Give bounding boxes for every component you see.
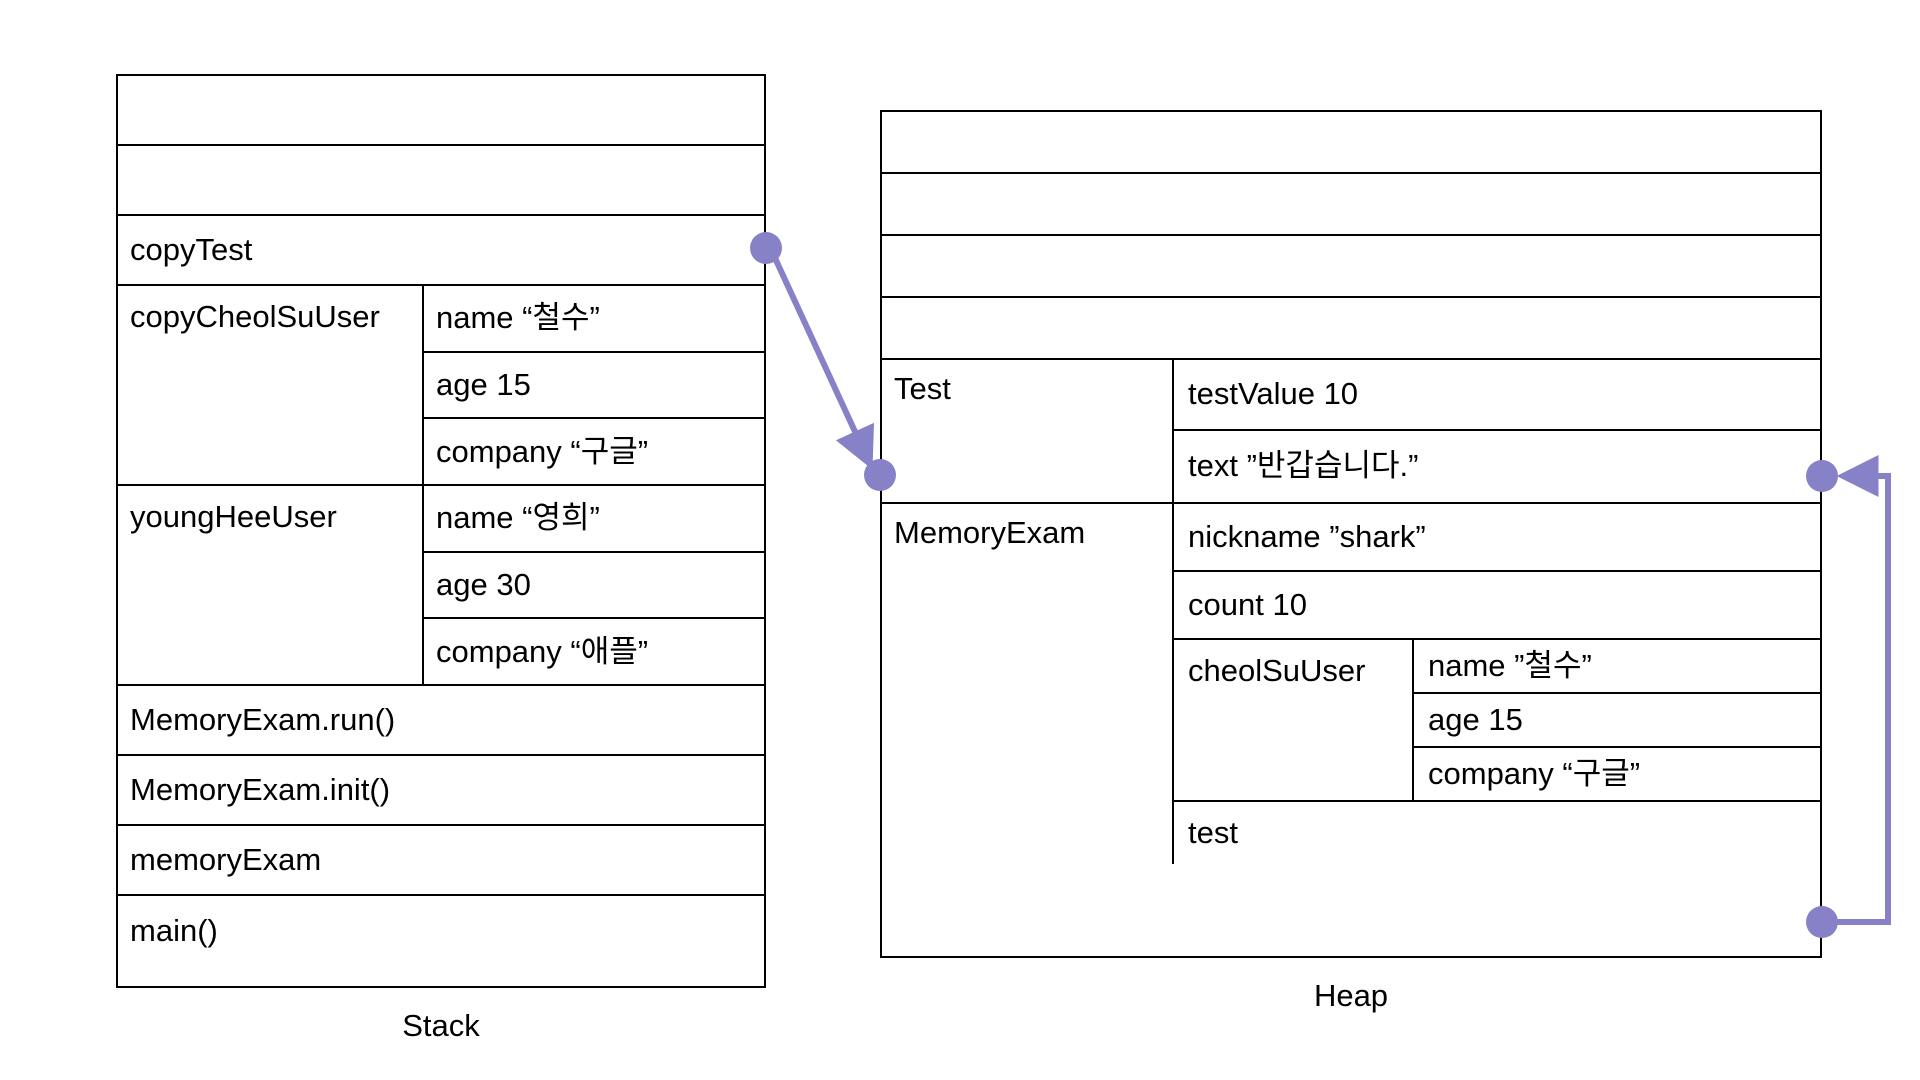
heap-empty-cell: [882, 236, 1820, 296]
heap-nested-field-list: name ”철수” age 15 company “구글”: [1414, 640, 1820, 800]
stack-row-label: [118, 146, 764, 214]
stack-row-label-text: copyCheolSuUser: [130, 299, 380, 334]
stack-field-row: company “애플”: [424, 619, 764, 684]
stack-caption: Stack: [402, 1008, 480, 1043]
heap-nested-field-text: name ”철수”: [1428, 647, 1592, 683]
heap-object-label-text: Test: [894, 371, 951, 406]
heap-object-label: MemoryExam: [882, 504, 1174, 864]
heap-object-label-text: MemoryExam: [894, 515, 1086, 550]
stack-field-list: name “철수” age 15 company “구글”: [424, 286, 764, 484]
stack-row-label-text: MemoryExam.init(): [130, 771, 391, 807]
stack-field-text: age 30: [436, 566, 531, 602]
stack-row-main[interactable]: main(): [118, 896, 764, 966]
heap-nested-field-row: name ”철수”: [1414, 640, 1820, 694]
stack-row-label: [118, 76, 764, 144]
stack-field-text: age 15: [436, 366, 531, 402]
stack-row-label: main(): [118, 896, 764, 966]
stack-field-row: name “철수”: [424, 286, 764, 353]
heap-row-empty-2: [882, 174, 1820, 236]
heap-field-text: count 10: [1188, 586, 1307, 622]
stack-row-empty-2: [118, 146, 764, 216]
stack-row-memory-exam-init[interactable]: MemoryExam.init(): [118, 756, 764, 826]
heap-row-empty-4: [882, 298, 1820, 360]
stack-row-copy-cheol-su-user[interactable]: copyCheolSuUser name “철수” age 15 company…: [118, 286, 764, 486]
heap-memory-box: Test testValue 10 text ”반갑습니다.” MemoryEx…: [880, 110, 1822, 958]
connector-copytest-to-test-object: [750, 232, 896, 491]
heap-field-row-test[interactable]: test: [1174, 802, 1820, 864]
stack-row-memory-exam-run[interactable]: MemoryExam.run(): [118, 686, 764, 756]
heap-object-memory-exam[interactable]: MemoryExam nickname ”shark” count 10 che…: [882, 504, 1820, 864]
heap-nested-field-row: company “구글”: [1414, 748, 1820, 800]
stack-field-text: name “영희”: [436, 500, 600, 536]
stack-row-memory-exam[interactable]: memoryExam: [118, 826, 764, 896]
heap-object-label: Test: [882, 360, 1174, 502]
stack-row-label-text: youngHeeUser: [130, 499, 337, 534]
stack-row-label: memoryExam: [118, 826, 764, 894]
stack-field-row: name “영희”: [424, 486, 764, 553]
heap-field-text: testValue 10: [1188, 376, 1359, 412]
stack-memory-box: copyTest copyCheolSuUser name “철수” age 1…: [116, 74, 766, 988]
heap-row-empty-1: [882, 112, 1820, 174]
heap-field-row-text: text ”반갑습니다.”: [1174, 431, 1820, 502]
heap-empty-cell: [882, 298, 1820, 358]
heap-field-list: nickname ”shark” count 10 cheolSuUser na…: [1174, 504, 1820, 864]
heap-field-row-count: count 10: [1174, 572, 1820, 640]
stack-field-text: company “애플”: [436, 633, 649, 669]
stack-field-row: age 30: [424, 553, 764, 620]
stack-field-text: company “구글”: [436, 433, 649, 469]
stack-field-text: name “철수”: [436, 300, 600, 336]
heap-field-row-nickname: nickname ”shark”: [1174, 504, 1820, 572]
stack-row-copy-test[interactable]: copyTest: [118, 216, 764, 286]
stack-row-label-text: memoryExam: [130, 841, 322, 877]
stack-row-label: copyCheolSuUser: [118, 286, 424, 484]
heap-field-row-test-value: testValue 10: [1174, 360, 1820, 432]
heap-nested-field-row: age 15: [1414, 694, 1820, 748]
heap-row-empty-3: [882, 236, 1820, 298]
stack-row-young-hee-user[interactable]: youngHeeUser name “영희” age 30 company “애…: [118, 486, 764, 686]
heap-field-text: nickname ”shark”: [1188, 518, 1426, 554]
stack-row-label: copyTest: [118, 216, 764, 284]
heap-nested-field-text: age 15: [1428, 701, 1523, 737]
stack-row-label: MemoryExam.run(): [118, 686, 764, 754]
heap-field-text: test: [1188, 814, 1238, 850]
stack-row-label-text: copyTest: [130, 231, 253, 267]
heap-field-row-cheol-su-user[interactable]: cheolSuUser name ”철수” age 15 company “구글…: [1174, 640, 1820, 802]
stack-field-list: name “영희” age 30 company “애플”: [424, 486, 764, 684]
stack-row-empty-1: [118, 76, 764, 146]
stack-field-row: age 15: [424, 353, 764, 420]
heap-nested-object-label-text: cheolSuUser: [1188, 653, 1366, 688]
heap-caption: Heap: [1313, 978, 1389, 1013]
heap-field-text: text ”반갑습니다.”: [1188, 448, 1419, 484]
heap-nested-object-label: cheolSuUser: [1174, 640, 1414, 800]
stack-row-label-text: main(): [130, 912, 218, 948]
stack-field-row: company “구글”: [424, 419, 764, 484]
heap-empty-cell: [882, 174, 1820, 234]
heap-nested-field-text: company “구글”: [1428, 755, 1641, 791]
stack-row-label: youngHeeUser: [118, 486, 424, 684]
heap-field-list: testValue 10 text ”반갑습니다.”: [1174, 360, 1820, 502]
stack-row-label-text: MemoryExam.run(): [130, 701, 396, 737]
heap-object-test[interactable]: Test testValue 10 text ”반갑습니다.”: [882, 360, 1820, 504]
heap-empty-cell: [882, 112, 1820, 172]
stack-row-label: MemoryExam.init(): [118, 756, 764, 824]
